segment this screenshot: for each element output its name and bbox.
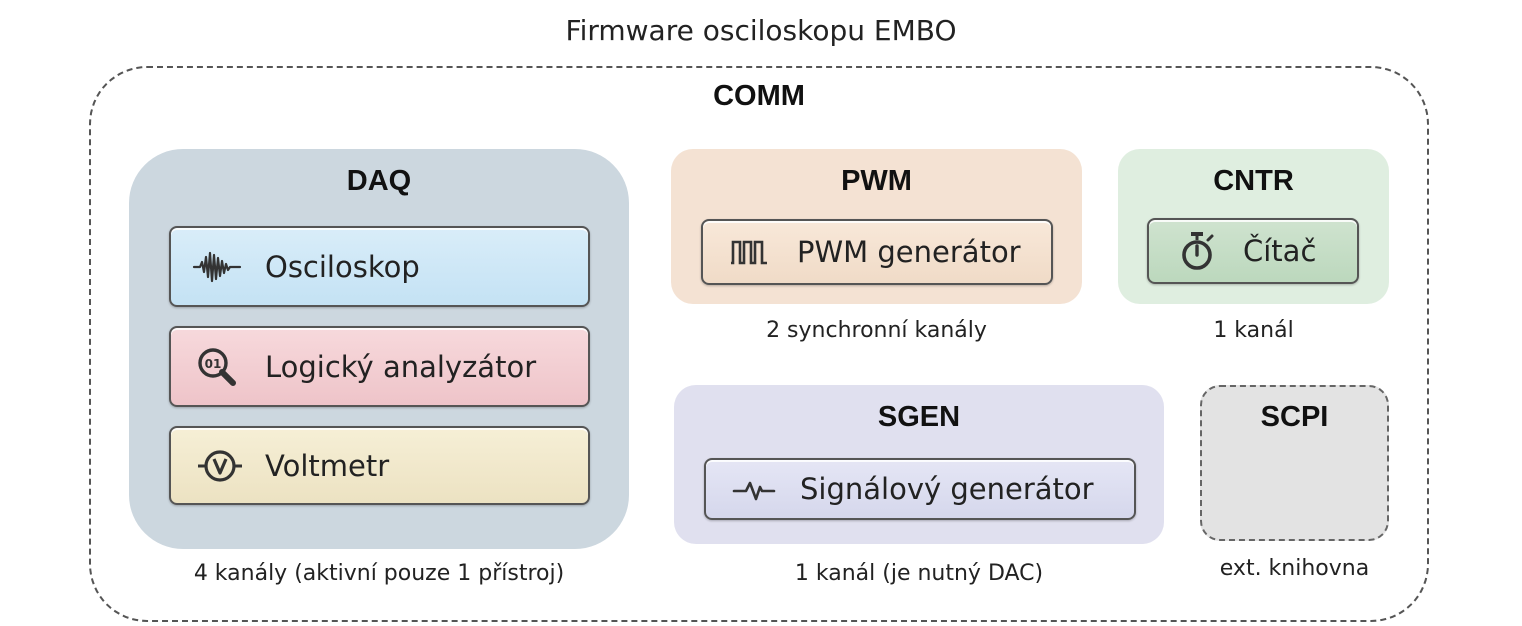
stopwatch-icon — [1177, 230, 1217, 272]
diagram-title: Firmware osciloskopu EMBO — [565, 14, 957, 47]
scpi-group: SCPI — [1200, 385, 1389, 541]
logic-probe-icon: 01 — [193, 345, 241, 389]
daq-title: DAQ — [346, 165, 412, 197]
sgen-title: SGEN — [877, 401, 961, 433]
pwm-title: PWM — [841, 165, 912, 197]
pulse-train-icon — [729, 237, 769, 267]
voltmeter-module[interactable]: Voltmetr — [169, 426, 590, 505]
pwm-generator-label: PWM generátor — [797, 235, 1021, 269]
sgen-note: 1 kanál (je nutný DAC) — [794, 561, 1044, 586]
voltmeter-label: Voltmetr — [265, 448, 390, 483]
logic-analyzer-label: Logický analyzátor — [265, 349, 537, 384]
pwm-note: 2 synchronní kanály — [766, 318, 987, 343]
oscilloscope-module[interactable]: Osciloskop — [169, 226, 590, 307]
scpi-note: ext. knihovna — [1219, 556, 1370, 581]
logic-analyzer-module[interactable]: 01 Logický analyzátor — [169, 326, 590, 407]
scpi-title: SCPI — [1260, 401, 1329, 433]
voltmeter-icon — [195, 446, 245, 486]
counter-label: Čítač — [1243, 234, 1317, 268]
comm-frame — [89, 66, 1429, 622]
cntr-title: CNTR — [1213, 165, 1294, 197]
signal-generator-module[interactable]: Signálový generátor — [704, 458, 1136, 520]
svg-text:01: 01 — [205, 357, 222, 371]
signal-pulse-icon — [732, 475, 776, 503]
cntr-note: 1 kanál — [1213, 318, 1294, 343]
comm-label: COMM — [713, 80, 805, 112]
oscilloscope-label: Osciloskop — [265, 249, 420, 284]
counter-module[interactable]: Čítač — [1147, 218, 1359, 284]
daq-note: 4 kanály (aktivní pouze 1 přístroj) — [193, 561, 565, 586]
waveform-icon — [191, 249, 243, 285]
pwm-generator-module[interactable]: PWM generátor — [701, 219, 1053, 285]
signal-generator-label: Signálový generátor — [800, 472, 1094, 506]
